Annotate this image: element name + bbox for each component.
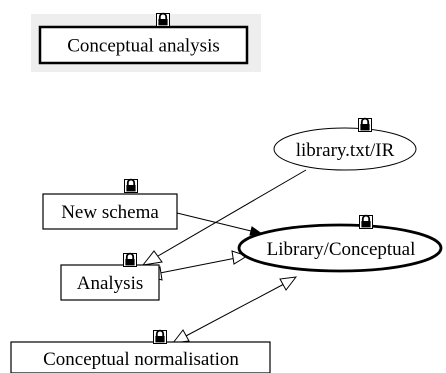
new-schema-lock-icon [123, 178, 139, 194]
node-analysis[interactable]: Analysis [60, 252, 160, 301]
library-ir-ellipse [273, 127, 417, 171]
analysis-lock-icon [122, 252, 138, 268]
library-conceptual-lock-icon [358, 214, 374, 230]
edge-library-conceptual-normalisation [183, 283, 285, 338]
conceptual-normalisation-lock-icon [152, 329, 168, 345]
new-schema-label: New schema [61, 202, 159, 223]
conceptual-normalisation-box [10, 341, 271, 373]
library-ir-lock-icon [357, 117, 373, 133]
node-library-conceptual[interactable]: Library/Conceptual [237, 214, 443, 273]
library-ir-label: library.txt/IR [296, 140, 395, 161]
node-new-schema[interactable]: New schema [42, 178, 178, 230]
library-conceptual-label: Library/Conceptual [267, 239, 416, 260]
header-title-box[interactable] [38, 25, 249, 65]
edge-analysis-library-conceptual [159, 257, 237, 274]
header-title: Conceptual analysis [67, 36, 220, 57]
diagram-header: Conceptual analysis [31, 12, 261, 72]
header-lock-icon [155, 12, 171, 28]
node-library-ir[interactable]: library.txt/IR [273, 117, 417, 171]
arrowhead-conceptual-normalisation [171, 329, 190, 344]
arrowhead-library-conceptual-from-analysis [231, 250, 249, 265]
conceptual-normalisation-label: Conceptual normalisation [43, 349, 239, 370]
edge-library-ir-to-analysis [157, 169, 307, 257]
new-schema-box [42, 193, 178, 230]
analysis-label: Analysis [77, 273, 144, 294]
node-conceptual-normalisation[interactable]: Conceptual normalisation [10, 329, 271, 373]
analysis-box [60, 264, 160, 301]
library-conceptual-ellipse [237, 223, 443, 273]
arrowhead-library-conceptual-from-normalisation [279, 276, 298, 291]
edge-new-schema-to-library-conceptual [176, 212, 252, 232]
arrowhead-analysis-from-ir [141, 250, 163, 266]
